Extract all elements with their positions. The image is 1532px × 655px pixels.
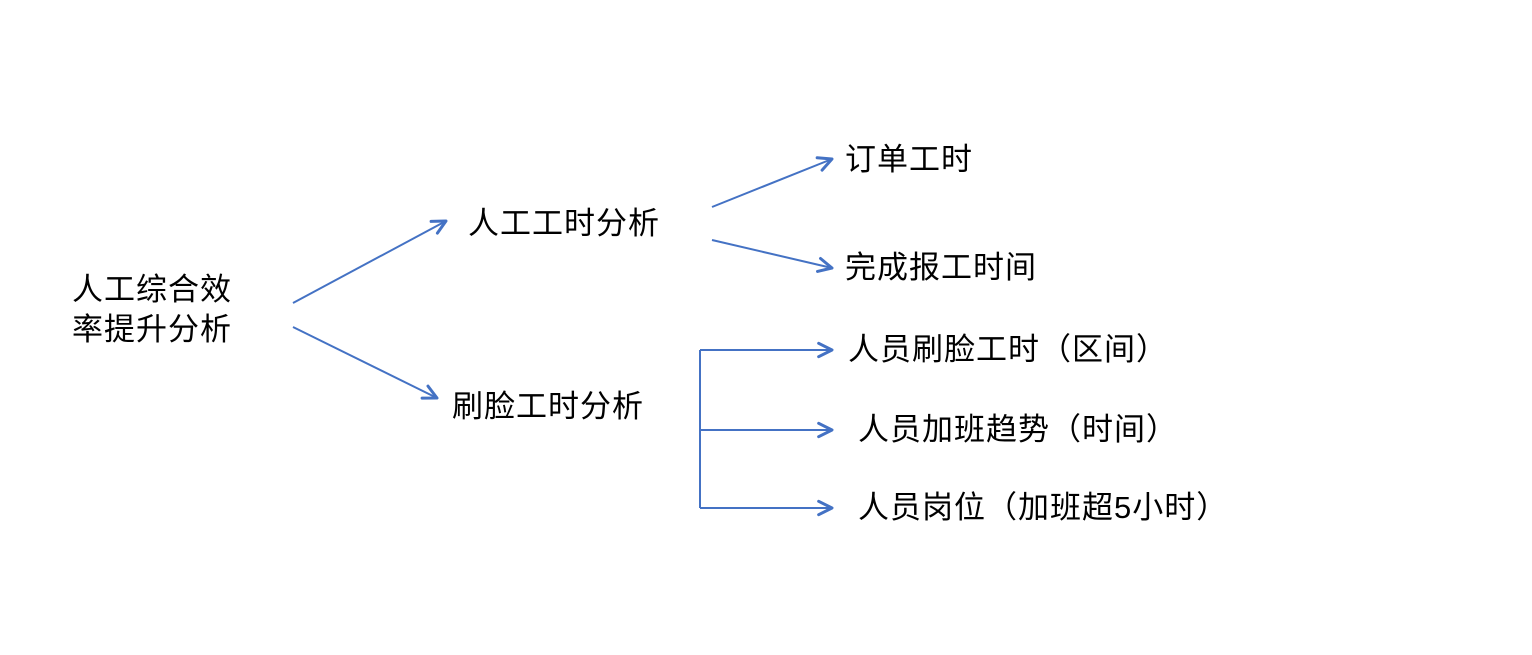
leaf-node-position-overtime-over-5h: 人员岗位（加班超5小时） (858, 490, 1229, 525)
branch-node-face-scan-hour-analysis: 刷脸工时分析 (452, 389, 644, 424)
root-node: 人工综合效 率提升分析 (72, 270, 232, 350)
arrow-labor-to-order-hours (711, 156, 834, 208)
arrow-labor-to-report-completion-time (711, 239, 834, 273)
leaf-node-order-hours: 订单工时 (845, 142, 973, 177)
arrow-root-to-face-scan-hour-analysis (292, 326, 439, 400)
root-label-line2: 率提升分析 (72, 312, 232, 347)
leaf-node-face-scan-hours-range: 人员刷脸工时（区间） (848, 332, 1168, 367)
leaf-node-report-completion-time: 完成报工时间 (845, 250, 1037, 285)
root-label-line1: 人工综合效 (72, 272, 232, 307)
branch-node-labor-hour-analysis: 人工工时分析 (468, 206, 660, 241)
arrow-root-to-labor-hour-analysis (292, 219, 448, 304)
leaf-node-overtime-trend-time: 人员加班趋势（时间） (858, 412, 1178, 447)
